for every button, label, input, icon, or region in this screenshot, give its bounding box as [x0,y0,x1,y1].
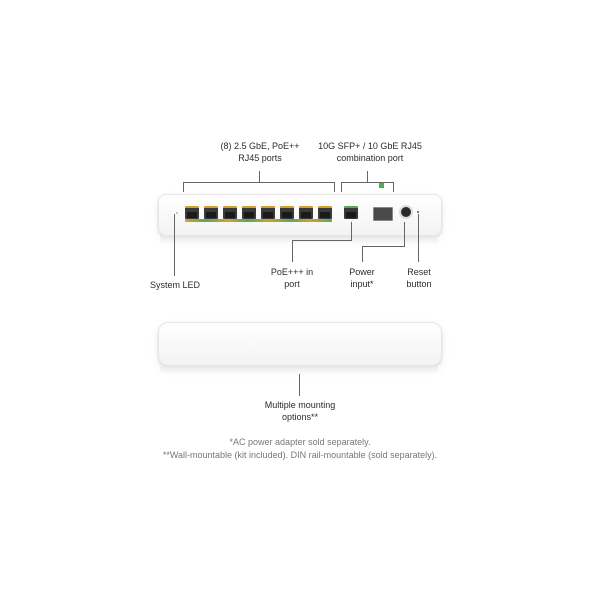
sfp-bracket-right [393,182,394,192]
sfp-bracket-stem [367,171,368,182]
poe-in-port-label: PoE+++ in port [270,267,314,289]
sfp-combo-port-label: 10G SFP+ / 10 GbE RJ45 combination port [318,141,422,163]
rj45-port [223,206,237,219]
reset-button-label: Reset button [406,267,432,289]
power-input-label: Power input* [349,267,375,289]
poe-in-leader-v [351,222,352,240]
poe-in-port [344,206,358,219]
footnote-ac-adapter: *AC power adapter sold separately. [229,437,371,447]
poe-in-leader-h [292,240,352,241]
port-led-strip [185,219,332,222]
rj45-ports-label: (8) 2.5 GbE, PoE++ RJ45 ports [220,141,300,163]
rj45-port [318,206,332,219]
power-input-jack [401,207,411,217]
rj45-port [280,206,294,219]
power-leader-v [404,222,405,246]
rj45-port [299,206,313,219]
reset-leader [418,214,419,262]
rj45-port [261,206,275,219]
rj45-port [242,206,256,219]
rj45-bracket-stem [259,171,260,182]
poe-in-leader-down [292,240,293,262]
rj45-port [185,206,199,219]
rj45-port [204,206,218,219]
switch-side-view [158,322,442,366]
rj45-bracket-top [183,182,335,183]
mounting-options-label: Multiple mounting options** [264,400,336,422]
system-led-leader [174,214,175,276]
device-side-reflection [160,366,438,374]
sfp-indicator [379,183,384,188]
power-leader-down [362,246,363,262]
power-leader-h [362,246,405,247]
switch-front-view [158,183,442,236]
footnote-wall-mount: **Wall-mountable (kit included). DIN rai… [162,450,438,460]
rj45-bracket-left [183,182,184,192]
system-led-label: System LED [149,280,200,290]
sfp-bracket-top [341,182,394,183]
sfp-port [373,207,393,221]
system-led [176,212,178,214]
sfp-bracket-left [341,182,342,192]
reset-button [417,211,419,213]
rj45-bracket-right [334,182,335,192]
mounting-leader [299,374,300,396]
